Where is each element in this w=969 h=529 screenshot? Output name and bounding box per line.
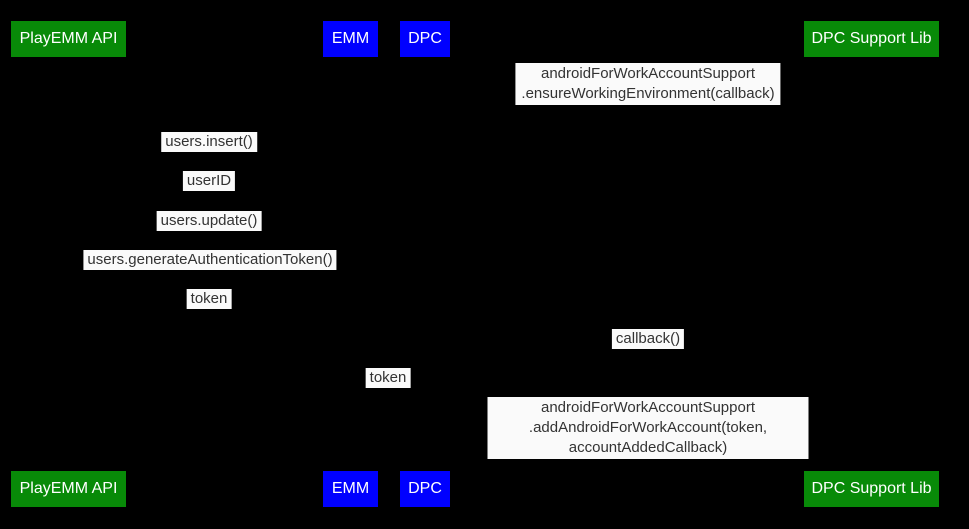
participant-dpc-support-lib-bottom: DPC Support Lib xyxy=(804,471,939,507)
message-token-to-emm: token xyxy=(186,289,232,309)
participant-dpc-bottom: DPC xyxy=(400,471,450,507)
message-ensure-working-environment: androidForWorkAccountSupport .ensureWork… xyxy=(515,63,781,105)
message-userid: userID xyxy=(182,171,236,191)
message-generate-authentication-token: users.generateAuthenticationToken() xyxy=(83,250,337,270)
participant-playemm-api-bottom: PlayEMM API xyxy=(11,471,126,507)
message-add-android-for-work-account: androidForWorkAccountSupport .addAndroid… xyxy=(487,397,809,459)
message-callback: callback() xyxy=(611,329,685,349)
message-users-insert: users.insert() xyxy=(161,132,257,152)
participant-dpc-top: DPC xyxy=(400,21,450,57)
participant-dpc-support-lib-top: DPC Support Lib xyxy=(804,21,939,57)
message-token-to-dpc: token xyxy=(365,368,411,388)
participant-emm-top: EMM xyxy=(323,21,378,57)
participant-emm-bottom: EMM xyxy=(323,471,378,507)
message-users-update: users.update() xyxy=(156,211,262,231)
participant-playemm-api-top: PlayEMM API xyxy=(11,21,126,57)
